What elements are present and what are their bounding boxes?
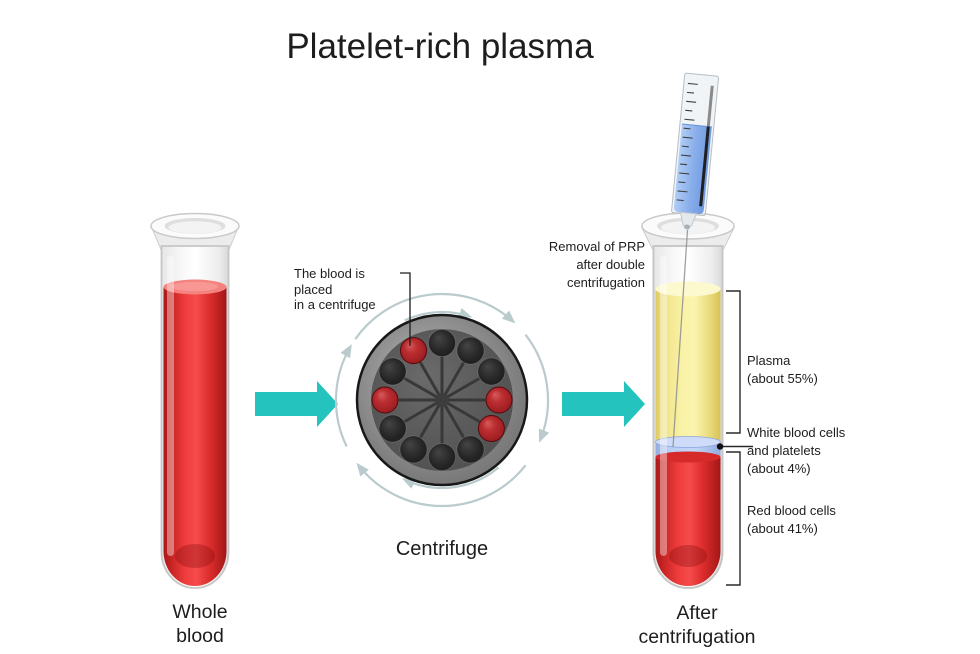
rim-opening-inner [168, 221, 222, 234]
plasma-layer [655, 289, 721, 442]
syringe-scale-ticks [676, 82, 698, 202]
rbc-layer-label: Red blood cells (about 41%) [747, 503, 836, 536]
whole-blood-tube [150, 212, 240, 589]
rotor-spokes [398, 356, 486, 444]
glass-highlight [660, 256, 667, 556]
flow-arrow-1 [255, 381, 338, 427]
buffy-pointer-dot [716, 443, 724, 450]
buffy-coat-layer-label: White blood cells and platelets (about 4… [747, 425, 846, 476]
syringe [671, 72, 719, 230]
prp-removal-note: Removal of PRP after double centrifugati… [548, 239, 645, 290]
sample-wells-empty [378, 329, 506, 471]
centrifuge-rotor [334, 272, 550, 508]
annotation-connector-line [400, 272, 411, 346]
whole-blood-label: Whole blood [172, 601, 228, 647]
glass-highlight [167, 256, 174, 556]
arrow-right-icon [562, 381, 645, 427]
plasma-layer-label: Plasma (about 55%) [747, 353, 818, 386]
centrifuge-annotation: The blood is placed in a centrifuge [294, 266, 376, 312]
rbc-surface [655, 451, 721, 463]
rbc-bottom-shade [669, 545, 707, 567]
page-title: Platelet-rich plasma [286, 27, 594, 66]
blood-bottom-shade [175, 544, 215, 568]
syringe-plunger-rod-upper [706, 85, 714, 127]
layer-brackets [720, 290, 753, 586]
flow-arrow-2 [562, 381, 645, 427]
red-blood-cell-layer [655, 457, 721, 586]
rbc-bracket [726, 451, 741, 586]
centrifuge-label: Centrifuge [395, 538, 489, 560]
blood-surface-highlight [172, 281, 218, 292]
syringe-nozzle [679, 211, 698, 227]
syringe-tip [684, 224, 691, 230]
buffy-coat-surface [655, 436, 721, 448]
arrow-right-icon [255, 381, 338, 427]
blood-fill [163, 287, 227, 586]
plasma-bracket [726, 290, 741, 434]
plasma-surface [655, 281, 721, 297]
syringe-plunger-rod [699, 126, 710, 207]
tube-outline [652, 245, 724, 589]
prp-tube [641, 212, 735, 589]
needle [672, 229, 689, 448]
after-centrifugation-label: After centrifugation [638, 602, 756, 648]
rotor-hub [435, 393, 449, 407]
sample-wells-blood [371, 337, 513, 442]
